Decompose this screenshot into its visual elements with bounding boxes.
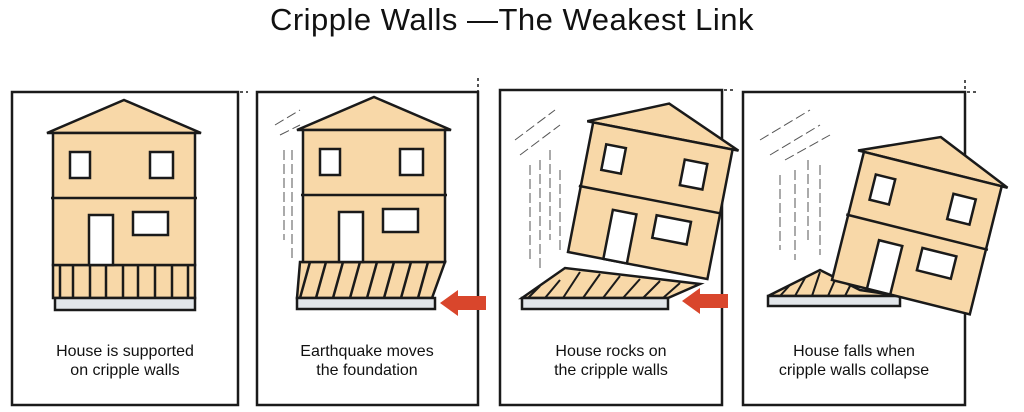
caption-line: House rocks on (555, 343, 667, 360)
panel-3-caption: House rocks on the cripple walls (496, 342, 726, 380)
house-foundation-moves (274, 95, 486, 316)
house-falls (759, 109, 1017, 318)
caption-line: House is supported (56, 343, 194, 360)
caption-line: the cripple walls (554, 362, 668, 379)
panel-3-frame (498, 88, 724, 407)
panel-1-caption: House is supported on cripple walls (10, 342, 240, 380)
caption-line: cripple walls collapse (778, 362, 930, 379)
caption-line: on cripple walls (70, 362, 180, 379)
house-rocks (514, 87, 747, 314)
house-supported (45, 98, 203, 312)
panel-2-caption: Earthquake moves the foundation (252, 342, 482, 380)
caption-line: House falls when (793, 343, 915, 360)
panel-2-frame (255, 90, 480, 407)
caption-line: the foundation (316, 362, 418, 379)
panel-1-frame (10, 90, 240, 407)
panel-4-caption: House falls when cripple walls collapse (739, 342, 969, 380)
caption-line: Earthquake moves (300, 343, 434, 360)
force-arrow-icon (440, 290, 486, 316)
force-arrow-icon (682, 288, 728, 314)
diagram-title: Cripple Walls —The Weakest Link (269, 2, 755, 37)
